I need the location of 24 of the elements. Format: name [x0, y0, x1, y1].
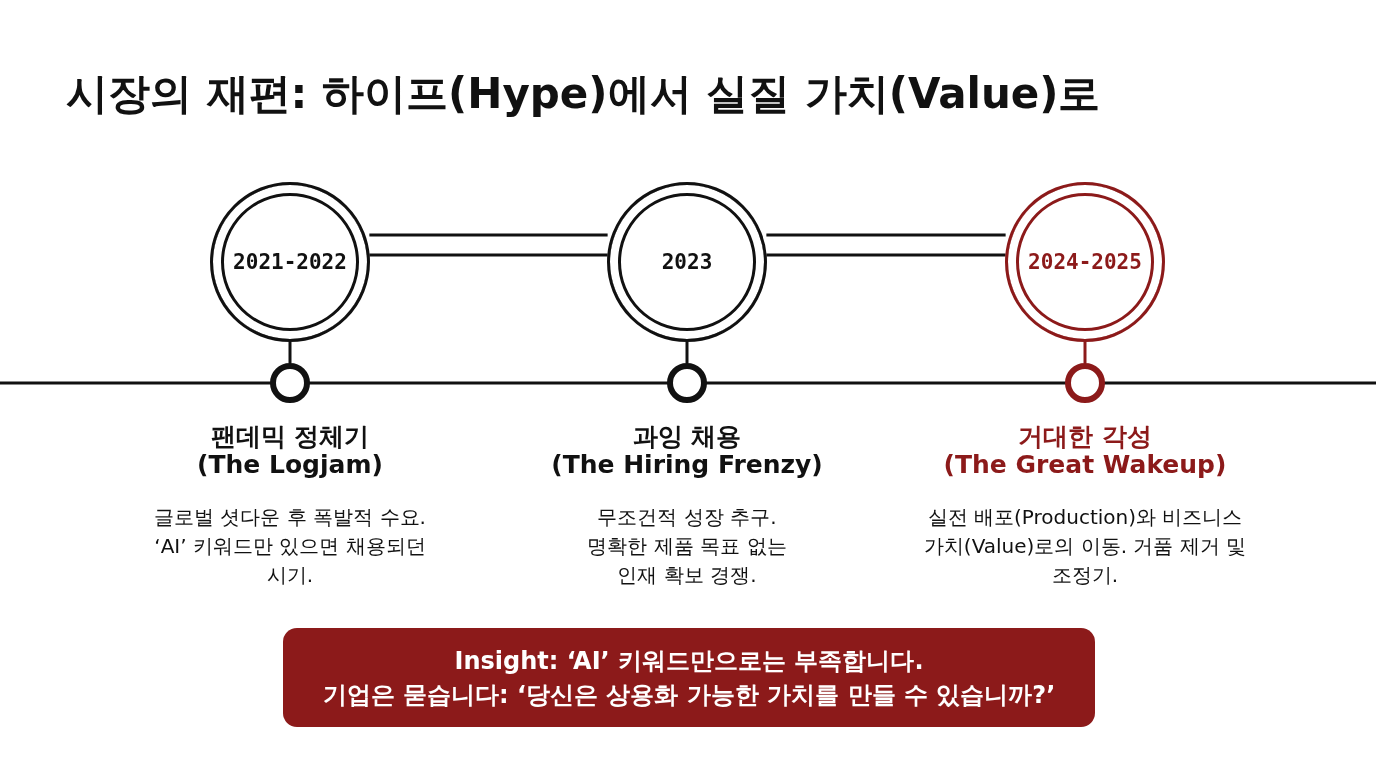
- period-heading: 거대한 각성: [1018, 421, 1152, 453]
- period-description: 글로벌 셧다운 후 폭발적 수요. ‘AI’ 키워드만 있으면 채용되던 시기.: [153, 504, 427, 589]
- insight-text: Insight: ‘AI’ 키워드만으로는 부족합니다.: [454, 645, 924, 677]
- period-heading: (The Logjam): [197, 450, 383, 479]
- period-heading: (The Hiring Frenzy): [551, 450, 823, 479]
- connector-stem: [1083, 342, 1087, 363]
- timeline-marker: [270, 363, 310, 403]
- year-label: 2024-2025: [1028, 250, 1142, 274]
- insight-text: 기업은 묻습니다: ‘당신은 상용화 가능한 가치를 만들 수 있습니까?’: [322, 679, 1056, 711]
- connector-tube: [764, 233, 1008, 257]
- period-heading: (The Great Wakeup): [943, 450, 1227, 479]
- period-description: 실전 배포(Production)와 비즈니스 가치(Value)로의 이동. 거품 제거 및 조정기.: [922, 504, 1248, 589]
- timeline-marker: [1065, 363, 1105, 403]
- period-description: 무조건적 성장 추구. 명확한 제품 목표 없는 인재 확보 경쟁.: [586, 504, 788, 589]
- connector-tube: [367, 233, 610, 257]
- period-heading: 과잉 채용: [632, 421, 742, 453]
- year-label: 2023: [661, 250, 713, 274]
- timeline-marker: [667, 363, 707, 403]
- period-heading: 팬데믹 정체기: [210, 421, 370, 453]
- insight-banner: [283, 628, 1095, 727]
- connector-stem: [685, 342, 689, 363]
- year-label: 2021-2022: [233, 250, 347, 274]
- title: 시장의 재편: 하이프(Hype)에서 실질 가치(Value)로: [66, 68, 1101, 120]
- connector-stem: [288, 342, 292, 363]
